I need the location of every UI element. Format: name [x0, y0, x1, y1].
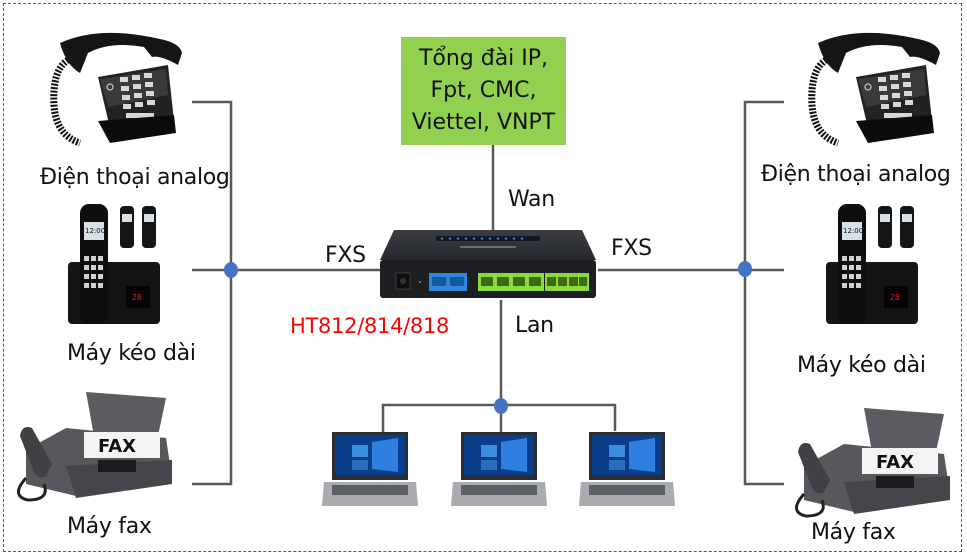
laptop-icon	[579, 432, 675, 506]
ip-pbx-box: Tổng đài IP, Fpt, CMC, Viettel, VNPT	[401, 37, 566, 145]
right-bus-line	[743, 100, 784, 486]
pbx-line-1: Tổng đài IP,	[418, 46, 549, 71]
fax-paper-text: FAX	[876, 452, 914, 473]
right-analog-phone-label: Điện thoại analog	[761, 162, 951, 187]
fxs-left-label: FXS	[325, 243, 366, 268]
model-label: HT812/814/818	[290, 314, 450, 338]
analog-phone-icon	[50, 32, 182, 147]
right-junction	[738, 261, 752, 277]
left-fax-label: Máy fax	[67, 514, 152, 539]
fxs-right-label: FXS	[611, 236, 652, 261]
handset-time: 12:00	[843, 227, 863, 235]
cordless-phone-icon: 28 12:00	[68, 204, 160, 324]
analog-phone-icon	[808, 32, 940, 147]
laptop-icon	[322, 432, 418, 506]
laptop-icon	[451, 432, 547, 506]
fax-machine-icon: FAX	[795, 408, 950, 518]
handset-time: 12:00	[85, 227, 105, 235]
base-counter: 28	[890, 293, 900, 302]
left-junction	[224, 262, 238, 278]
lan-junction	[494, 398, 508, 414]
base-counter: 28	[132, 293, 142, 302]
voip-gateway-icon	[380, 230, 596, 298]
diagram-frame	[3, 3, 962, 552]
fax-machine-icon: FAX	[17, 392, 172, 502]
pbx-line-2: Fpt, CMC,	[430, 78, 537, 103]
wan-label: Wan	[508, 187, 555, 212]
right-fax-label: Máy fax	[811, 520, 896, 545]
fax-paper-text: FAX	[98, 436, 136, 457]
cordless-phone-icon: 28 12:00	[826, 204, 918, 324]
lan-label: Lan	[515, 313, 554, 338]
left-cordless-phone-label: Máy kéo dài	[67, 341, 196, 366]
right-cordless-phone-label: Máy kéo dài	[797, 353, 926, 378]
left-bus-line	[192, 100, 233, 486]
pbx-line-3: Viettel, VNPT	[411, 110, 556, 135]
left-analog-phone-label: Điện thoại analog	[40, 165, 230, 190]
